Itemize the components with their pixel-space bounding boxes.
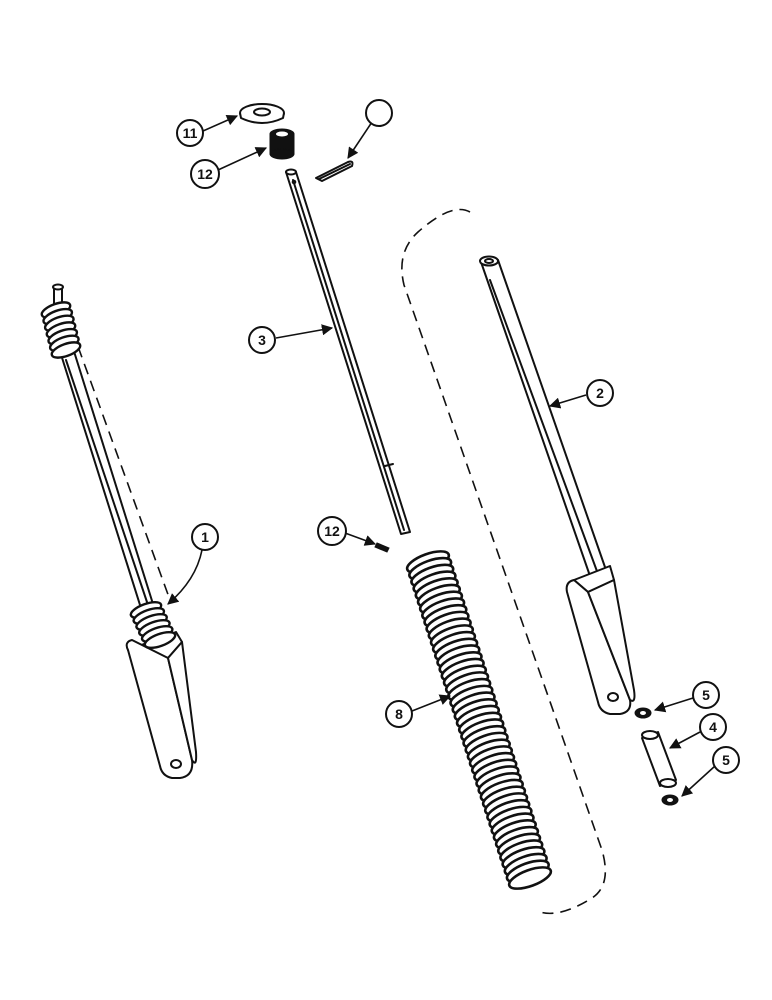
callouts: 11 12 3 2 1 [167,99,740,797]
callout-1-label: 1 [201,529,209,545]
callout-1: 1 [167,523,219,605]
callout-2-label: 2 [596,385,604,401]
callout-3-label: 3 [258,332,266,348]
part-washer-top [634,707,652,719]
callout-2: 2 [548,379,614,409]
callout-8: 8 [385,694,452,728]
callout-9: 11 [176,114,239,147]
part-right-lever [479,255,636,715]
spring-coil [50,341,82,359]
callout-5-bottom-label: 5 [722,752,730,768]
part-small-pin [374,542,390,553]
spring-coil [507,866,553,890]
spring-coil [143,630,177,650]
callout-11 [347,99,393,159]
callout-8-label: 8 [395,706,403,722]
part-sleeve [641,730,677,788]
callout-12: 12 [317,516,377,546]
callout-5-top: 5 [653,681,720,713]
part-left-lever [40,283,198,779]
part-washer-bottom [661,794,679,806]
part-cotter-pin [315,160,354,182]
callout-4: 4 [669,713,727,749]
assembly-outline [401,208,607,915]
callout-10-label: 12 [197,166,213,182]
callout-4-label: 4 [709,719,717,735]
part-cap [239,103,285,124]
callout-5-bottom: 5 [681,746,740,797]
callout-3: 3 [248,324,334,354]
part-bushing [269,128,295,160]
callout-12-label: 12 [324,523,340,539]
part-rod [285,168,411,535]
callout-5-top-label: 5 [702,687,710,703]
part-spring [405,550,553,890]
callout-9-label: 11 [183,125,198,141]
callout-10: 12 [190,147,268,189]
